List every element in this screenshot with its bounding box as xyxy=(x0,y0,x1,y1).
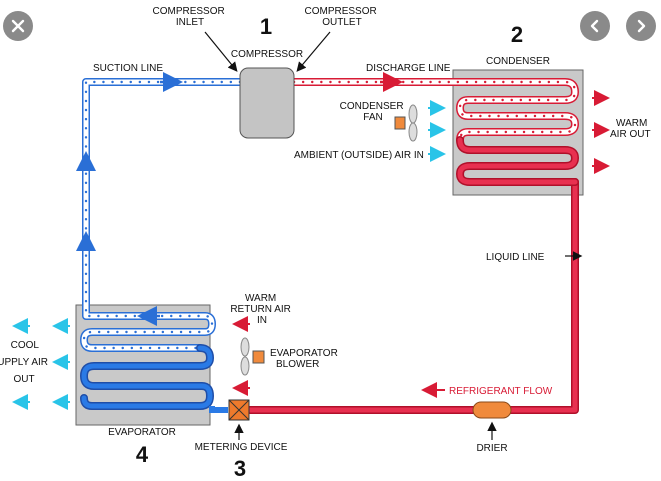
condenser-coil-liquid xyxy=(455,136,580,186)
compressor-inlet-label: COMPRESSOR INLET xyxy=(152,6,227,28)
step-number-3: 3 xyxy=(234,456,246,481)
metering-device-label: METERING DEVICE xyxy=(195,442,288,453)
close-icon xyxy=(11,19,25,33)
condenser-label: CONDENSER xyxy=(486,56,550,67)
condenser-fan-label: CONDENSER FAN xyxy=(340,101,407,123)
warm-return-air-label: WARM RETURN AIR IN xyxy=(230,293,293,326)
compressor-label: COMPRESSOR xyxy=(231,49,303,60)
suction-line-label: SUCTION LINE xyxy=(93,63,163,74)
condenser-fan-icon xyxy=(394,104,418,142)
evaporator-label: EVAPORATOR xyxy=(108,427,176,438)
step-number-1: 1 xyxy=(260,14,272,39)
compressor-body xyxy=(239,67,295,139)
evaporator-coil-liquid xyxy=(79,344,215,410)
discharge-line-label: DISCHARGE LINE xyxy=(366,63,451,74)
warm-return-air-arrows xyxy=(232,316,250,396)
ambient-air-label: AMBIENT (OUTSIDE) AIR IN xyxy=(294,150,424,161)
previous-image-button[interactable] xyxy=(580,11,610,41)
next-image-button[interactable] xyxy=(626,11,656,41)
refrigerant-flow-label: REFRIGERANT FLOW xyxy=(449,386,553,397)
chevron-right-icon xyxy=(637,19,646,33)
cool-supply-air-label: COOL UPPLY AIR OUT xyxy=(0,340,51,385)
compressor-outlet-label: COMPRESSOR OUTLET xyxy=(304,6,379,28)
discharge-line xyxy=(290,78,579,144)
drier xyxy=(472,401,512,419)
liquid-line-label: LIQUID LINE xyxy=(486,252,545,263)
suction-line xyxy=(80,78,244,352)
close-button[interactable] xyxy=(3,11,33,41)
warm-air-out-label: WARM AIR OUT xyxy=(610,118,651,140)
evaporator-blower-icon xyxy=(240,337,265,376)
step-number-2: 2 xyxy=(511,22,523,47)
ambient-air-arrows xyxy=(428,100,446,162)
warm-air-out-arrows xyxy=(592,90,610,174)
chevron-left-icon xyxy=(590,19,599,33)
step-number-4: 4 xyxy=(136,442,149,467)
drier-label: DRIER xyxy=(476,443,507,454)
evaporator-blower-label: EVAPORATOR BLOWER xyxy=(270,348,341,370)
metering-device xyxy=(228,399,250,421)
pointer-lines xyxy=(204,31,583,440)
cool-supply-air-arrows xyxy=(12,318,70,410)
